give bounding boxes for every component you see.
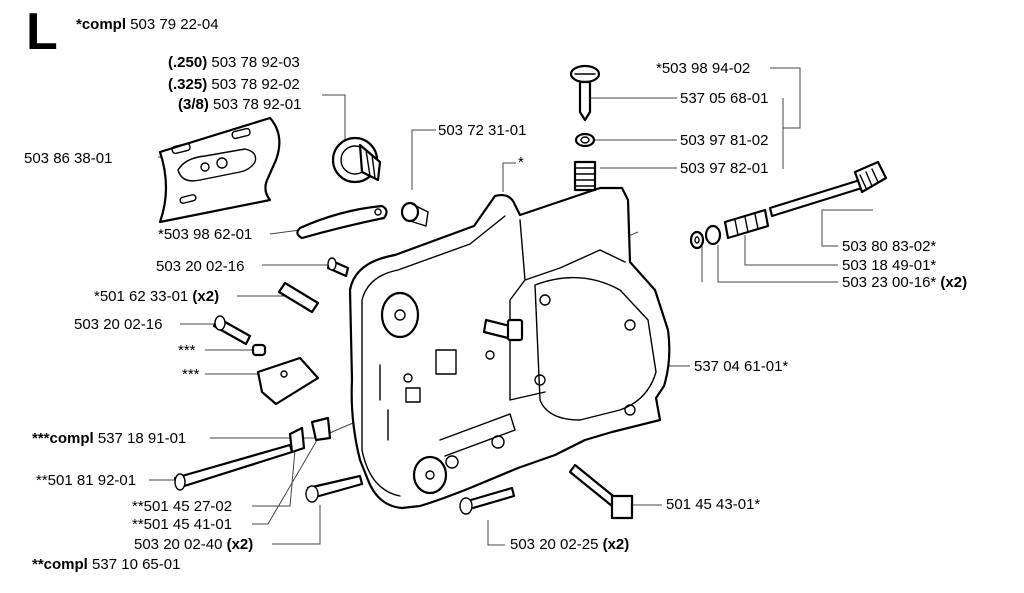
label-503989402: *503 98 94-02 xyxy=(656,60,751,77)
label-stars-b: *** xyxy=(182,366,200,383)
label-501623301-qty: (x2) xyxy=(192,288,220,305)
screw-stack xyxy=(569,64,601,192)
chain-guide-part xyxy=(296,204,388,240)
label-compl2-prefix: **compl xyxy=(32,556,88,573)
label-250: (.250) 503 78 92-03 xyxy=(168,54,300,71)
label-star: * xyxy=(518,154,524,171)
label-compl3-part: 537 18 91-01 xyxy=(97,430,187,447)
label-325-part: 503 78 92-02 xyxy=(211,76,300,93)
label-compl-537106501: **compl 537 10 65-01 xyxy=(32,556,180,573)
label-38: (3/8) 503 78 92-01 xyxy=(178,96,301,113)
tensioner-rod xyxy=(689,160,888,250)
label-503200240: 503 20 02-40 (x2) xyxy=(134,536,253,553)
label-503986201: *503 98 62-01 xyxy=(158,226,253,243)
label-503200216-a: 503 20 02-16 xyxy=(156,258,245,275)
label-compl-537189101: ***compl 537 18 91-01 xyxy=(32,430,186,447)
label-503808302: 503 80 83-02* xyxy=(842,238,937,255)
knob-part xyxy=(331,136,382,184)
label-503230016-part: 503 23 00-16* xyxy=(842,274,937,291)
label-503863801: 503 86 38-01 xyxy=(24,150,113,167)
label-537056801: 537 05 68-01 xyxy=(680,90,769,107)
label-501623301: *501 62 33-01 (x2) xyxy=(94,288,219,305)
assembly-header: *compl 503 79 22-04 xyxy=(76,16,219,33)
label-503230016-qty: (x2) xyxy=(940,274,968,291)
label-503978102: 503 97 81-02 xyxy=(680,132,769,149)
label-stars-a: *** xyxy=(178,342,196,359)
left-hardware xyxy=(173,257,364,503)
label-503200225-qty: (x2) xyxy=(602,536,630,553)
label-501454301: 501 45 43-01* xyxy=(666,496,761,513)
label-503200225: 503 20 02-25 (x2) xyxy=(510,536,629,553)
bar-plate-part xyxy=(158,116,281,224)
label-250-part: 503 78 92-03 xyxy=(211,54,300,71)
label-503978201: 503 97 82-01 xyxy=(680,160,769,177)
label-537046101: 537 04 61-01* xyxy=(694,358,789,375)
label-503200225-part: 503 20 02-25 xyxy=(510,536,599,553)
header-part: 503 79 22-04 xyxy=(130,16,219,33)
bushing-part xyxy=(400,201,429,227)
section-letter: L xyxy=(26,3,58,61)
header-prefix: *compl xyxy=(76,16,127,33)
label-503200216-b: 503 20 02-16 xyxy=(74,316,163,333)
label-503184901: 503 18 49-01* xyxy=(842,257,937,274)
right-hardware xyxy=(459,318,634,520)
label-250-size: (.250) xyxy=(168,54,208,71)
label-compl2-part: 537 10 65-01 xyxy=(92,556,181,573)
label-501452702: **501 45 27-02 xyxy=(132,498,233,515)
label-501623301-part: *501 62 33-01 xyxy=(94,288,189,305)
label-38-size: (3/8) xyxy=(178,96,209,113)
label-325-size: (.325) xyxy=(168,76,208,93)
label-503200240-part: 503 20 02-40 xyxy=(134,536,223,553)
label-501819201: **501 81 92-01 xyxy=(36,472,137,489)
label-325: (.325) 503 78 92-02 xyxy=(168,76,300,93)
label-503200240-qty: (x2) xyxy=(226,536,254,553)
label-503723101: 503 72 31-01 xyxy=(438,122,527,139)
label-compl3-prefix: ***compl xyxy=(32,430,94,447)
clutch-cover-housing xyxy=(348,186,671,510)
label-503230016: 503 23 00-16* (x2) xyxy=(842,274,967,291)
label-38-part: 503 78 92-01 xyxy=(213,96,302,113)
label-501454101: **501 45 41-01 xyxy=(132,516,233,533)
